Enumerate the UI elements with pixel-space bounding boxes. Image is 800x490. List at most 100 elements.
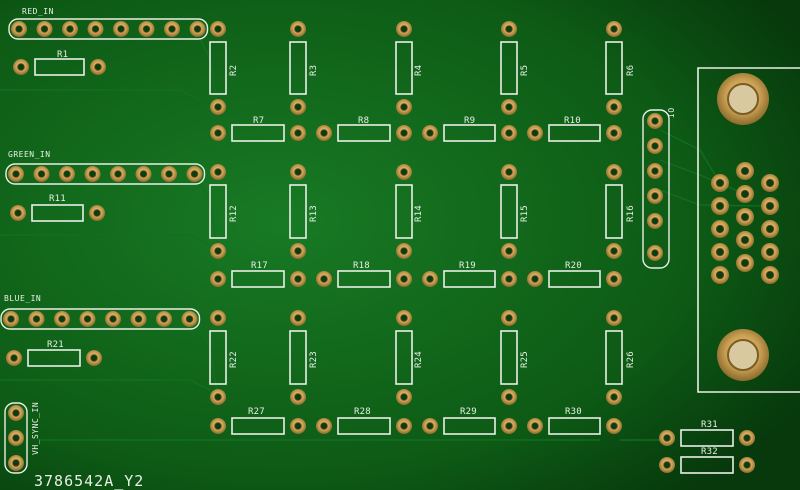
r6-label: R6 (626, 64, 636, 76)
r24-label: R24 (414, 351, 424, 368)
resistor-outline (680, 429, 734, 447)
green-header-pin (8, 166, 24, 182)
r9-label: R9 (464, 116, 476, 126)
solder-pad (396, 164, 412, 180)
copper-trace (0, 234, 211, 246)
vga-pin (711, 220, 729, 238)
solder-pad (10, 205, 26, 221)
r16-label: R16 (626, 205, 636, 222)
resistor-outline (395, 184, 413, 239)
resistor-outline (31, 204, 84, 222)
r14-label: R14 (414, 205, 424, 222)
solder-pad (290, 418, 306, 434)
solder-pad (606, 243, 622, 259)
blue-header-pin (28, 311, 45, 327)
solder-pad (290, 99, 306, 115)
solder-pad (501, 164, 517, 180)
resistor-outline (395, 330, 413, 385)
vga-pin (736, 208, 754, 226)
resistor-outline (680, 456, 734, 474)
sync-in-label: VH_SYNC_IN (31, 401, 40, 455)
r19-label: R19 (459, 261, 476, 271)
resistor-outline (548, 124, 601, 142)
vga-connector-outline (697, 67, 800, 393)
resistor-outline (34, 58, 85, 76)
copper-trace (659, 129, 721, 184)
resistor-outline (605, 184, 623, 239)
solder-pad (501, 389, 517, 405)
copper-trace (0, 379, 211, 391)
io-header-pin (647, 138, 663, 154)
vga-pin (761, 220, 779, 238)
solder-pad (89, 205, 105, 221)
solder-pad (422, 271, 438, 287)
solder-pad (290, 21, 306, 37)
red-header-pin (11, 21, 27, 37)
solder-pad (210, 271, 226, 287)
solder-pad (396, 418, 412, 434)
r32-label: R32 (701, 447, 718, 457)
solder-pad (527, 418, 543, 434)
vga-pin (711, 197, 729, 215)
solder-pad (316, 418, 332, 434)
vga-pin (761, 243, 779, 261)
vga-pin (736, 162, 754, 180)
vga-mount-hole (717, 73, 769, 125)
red-header-outline (8, 18, 209, 40)
r26-label: R26 (626, 351, 636, 368)
solder-pad (606, 164, 622, 180)
blue-header-outline (0, 308, 201, 330)
solder-pad (396, 310, 412, 326)
solder-pad (210, 21, 226, 37)
solder-pad (290, 310, 306, 326)
r17-label: R17 (251, 261, 268, 271)
solder-pad (501, 310, 517, 326)
solder-pad (501, 271, 517, 287)
copper-trace (659, 159, 746, 195)
io-header-pin (647, 188, 663, 204)
solder-pad (396, 271, 412, 287)
copper-trace (659, 189, 771, 207)
r27-label: R27 (248, 407, 265, 417)
resistor-outline (443, 124, 496, 142)
r15-label: R15 (520, 205, 530, 222)
solder-pad (210, 310, 226, 326)
solder-pad (501, 243, 517, 259)
vga-pin (736, 185, 754, 203)
blue-header-pin (130, 311, 147, 327)
resistor-outline (500, 184, 518, 239)
solder-pad (210, 418, 226, 434)
resistor-outline (395, 41, 413, 95)
r22-label: R22 (229, 351, 239, 368)
resistor-outline (289, 41, 307, 95)
solder-pad (501, 125, 517, 141)
solder-pad (396, 243, 412, 259)
solder-pad (316, 271, 332, 287)
solder-pad (396, 99, 412, 115)
resistor-outline (231, 270, 285, 288)
solder-pad (210, 389, 226, 405)
green-header-pin (84, 166, 101, 182)
vga-pin (761, 174, 779, 192)
red-header-pin (87, 21, 104, 37)
solder-pad (210, 243, 226, 259)
solder-pad (290, 243, 306, 259)
solder-pad (606, 418, 622, 434)
resistor-outline (500, 41, 518, 95)
r5-label: R5 (520, 64, 530, 76)
solder-pad (290, 389, 306, 405)
r8-label: R8 (358, 116, 370, 126)
vga-pin (711, 266, 729, 284)
resistor-outline (605, 41, 623, 95)
r29-label: R29 (460, 407, 477, 417)
green-in-label: GREEN_IN (8, 150, 51, 159)
vga-pin (761, 197, 779, 215)
solder-pad (606, 125, 622, 141)
green-header-pin (110, 166, 126, 182)
solder-pad (659, 457, 675, 473)
solder-pad (527, 125, 543, 141)
io-header-outline (642, 109, 670, 269)
r1-label: R1 (57, 50, 69, 60)
green-header-outline (5, 163, 206, 185)
